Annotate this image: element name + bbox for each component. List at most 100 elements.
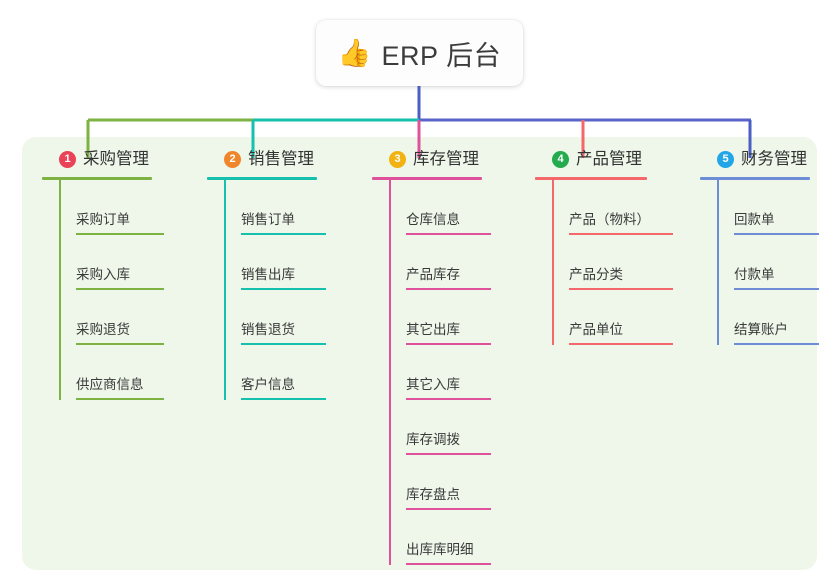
branch-item-label: 销售订单 bbox=[241, 211, 295, 227]
branch-item-rule bbox=[76, 398, 164, 400]
root-node-title: ERP 后台 bbox=[381, 40, 502, 71]
branch-title-5: 财务管理 bbox=[741, 149, 807, 168]
branch-item-label: 库存盘点 bbox=[406, 486, 460, 502]
branch-item-label: 供应商信息 bbox=[76, 376, 144, 392]
branch-subtree-5: 回款单付款单结算账户 bbox=[700, 180, 819, 345]
branch-item-rule bbox=[734, 288, 819, 290]
branch-column-4: 4 产品管理产品（物料） 产品分类产品单位 bbox=[535, 146, 673, 345]
branch-item-label: 其它入库 bbox=[406, 376, 460, 392]
branch-spine-4 bbox=[552, 180, 554, 345]
branch-item[interactable]: 回款单 bbox=[717, 180, 819, 235]
branch-item-label: 销售退货 bbox=[241, 321, 295, 337]
branch-item-rule bbox=[406, 508, 491, 510]
branch-rule-1 bbox=[42, 177, 152, 180]
branch-header-4[interactable]: 4 产品管理 bbox=[535, 146, 647, 172]
branch-item-rule bbox=[241, 343, 326, 345]
branch-item-rule bbox=[406, 233, 491, 235]
branch-title-2: 销售管理 bbox=[248, 149, 314, 168]
branch-title-3: 库存管理 bbox=[413, 149, 479, 168]
branch-item[interactable]: 采购退货 bbox=[59, 290, 164, 345]
branch-rule-2 bbox=[207, 177, 317, 180]
branch-item[interactable]: 销售订单 bbox=[224, 180, 326, 235]
branch-badge-4: 4 bbox=[552, 150, 569, 168]
branch-rule-3 bbox=[372, 177, 482, 180]
branch-item[interactable]: 其它入库 bbox=[389, 345, 491, 400]
branch-subtree-3: 仓库信息产品库存其它出库其它入库库存调拨库存盘点出库库明细 bbox=[372, 180, 491, 565]
branch-title-1: 采购管理 bbox=[83, 149, 149, 168]
branch-badge-3: 3 bbox=[389, 150, 406, 168]
branch-item[interactable]: 库存调拨 bbox=[389, 400, 491, 455]
branch-item-label: 回款单 bbox=[734, 211, 775, 227]
branch-item-label: 结算账户 bbox=[734, 321, 788, 337]
branch-rule-4 bbox=[535, 177, 647, 180]
branch-item-label: 仓库信息 bbox=[406, 211, 460, 227]
branch-spine-5 bbox=[717, 180, 719, 345]
branch-item-label: 付款单 bbox=[734, 266, 775, 282]
branch-badge-1: 1 bbox=[59, 150, 76, 168]
branch-item-rule bbox=[76, 233, 164, 235]
branch-item[interactable]: 付款单 bbox=[717, 235, 819, 290]
branch-item-label: 采购退货 bbox=[76, 321, 130, 337]
branch-item[interactable]: 产品库存 bbox=[389, 235, 491, 290]
branches-panel bbox=[22, 137, 817, 570]
branch-subtree-2: 销售订单销售出库销售退货客户信息 bbox=[207, 180, 326, 400]
branch-badge-2: 2 bbox=[224, 150, 241, 168]
branch-item[interactable]: 库存盘点 bbox=[389, 455, 491, 510]
branch-item[interactable]: 销售出库 bbox=[224, 235, 326, 290]
branch-title-4: 产品管理 bbox=[576, 149, 642, 168]
branch-item-label: 产品（物料） bbox=[569, 211, 650, 227]
branch-rule-5 bbox=[700, 177, 810, 180]
branch-item-label: 销售出库 bbox=[241, 266, 295, 282]
branch-item-label: 采购入库 bbox=[76, 266, 130, 282]
branch-item-rule bbox=[241, 398, 326, 400]
branch-item-rule bbox=[406, 563, 491, 565]
branch-item-rule bbox=[406, 343, 491, 345]
branch-item-label: 产品分类 bbox=[569, 266, 623, 282]
branch-item[interactable]: 产品单位 bbox=[552, 290, 673, 345]
branch-column-1: 1 采购管理采购订单采购入库采购退货供应商信息 bbox=[42, 146, 164, 400]
branch-item-label: 库存调拨 bbox=[406, 431, 460, 447]
branch-item[interactable]: 采购入库 bbox=[59, 235, 164, 290]
branch-spine-2 bbox=[224, 180, 226, 400]
branch-item-label: 产品库存 bbox=[406, 266, 460, 282]
branch-item-label: 出库库明细 bbox=[406, 541, 474, 557]
branch-item[interactable]: 客户信息 bbox=[224, 345, 326, 400]
branch-column-2: 2 销售管理销售订单销售出库销售退货客户信息 bbox=[207, 146, 326, 400]
branch-item-rule bbox=[569, 343, 673, 345]
branch-item[interactable]: 采购订单 bbox=[59, 180, 164, 235]
branch-item-rule bbox=[406, 398, 491, 400]
branch-header-2[interactable]: 2 销售管理 bbox=[207, 146, 317, 172]
branch-item[interactable]: 其它出库 bbox=[389, 290, 491, 345]
branch-item-rule bbox=[241, 288, 326, 290]
branch-item[interactable]: 结算账户 bbox=[717, 290, 819, 345]
branch-spine-3 bbox=[389, 180, 391, 565]
branch-item-rule bbox=[76, 288, 164, 290]
branch-item[interactable]: 产品分类 bbox=[552, 235, 673, 290]
branch-item[interactable]: 仓库信息 bbox=[389, 180, 491, 235]
branch-item-rule bbox=[76, 343, 164, 345]
branch-subtree-1: 采购订单采购入库采购退货供应商信息 bbox=[42, 180, 164, 400]
branch-item-label: 其它出库 bbox=[406, 321, 460, 337]
branch-item[interactable]: 出库库明细 bbox=[389, 510, 491, 565]
branch-item-label: 采购订单 bbox=[76, 211, 130, 227]
thumbs-up-icon: 👍 bbox=[337, 37, 372, 68]
branch-item[interactable]: 销售退货 bbox=[224, 290, 326, 345]
branch-item[interactable]: 产品（物料） bbox=[552, 180, 673, 235]
branch-item-rule bbox=[406, 453, 491, 455]
root-node-erp-backend[interactable]: 👍 ERP 后台 bbox=[316, 20, 523, 86]
branch-header-1[interactable]: 1 采购管理 bbox=[42, 146, 152, 172]
branch-badge-5: 5 bbox=[717, 150, 734, 168]
branch-item-rule bbox=[241, 233, 326, 235]
branch-item-label: 客户信息 bbox=[241, 376, 295, 392]
branch-header-3[interactable]: 3 库存管理 bbox=[372, 146, 482, 172]
branch-item[interactable]: 供应商信息 bbox=[59, 345, 164, 400]
branch-column-5: 5 财务管理回款单付款单结算账户 bbox=[700, 146, 819, 345]
branch-subtree-4: 产品（物料） 产品分类产品单位 bbox=[535, 180, 673, 345]
branch-item-rule bbox=[406, 288, 491, 290]
branch-item-rule bbox=[734, 343, 819, 345]
branch-header-5[interactable]: 5 财务管理 bbox=[700, 146, 810, 172]
branch-item-label: 产品单位 bbox=[569, 321, 623, 337]
branch-item-rule bbox=[734, 233, 819, 235]
branch-item-rule bbox=[569, 288, 673, 290]
